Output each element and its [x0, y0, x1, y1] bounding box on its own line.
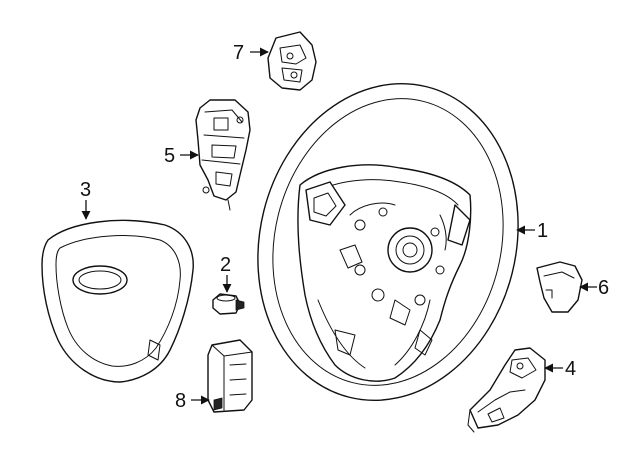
switch-cover[interactable] — [267, 31, 317, 91]
callout-7: 7 — [233, 42, 269, 64]
callout-6: 6 — [579, 277, 609, 299]
clockspring-connector[interactable] — [207, 339, 253, 413]
callout-1: 1 — [516, 220, 548, 242]
callout-4: 4 — [544, 358, 576, 380]
callout-8: 8 — [175, 390, 210, 412]
callout-8-label: 8 — [175, 390, 186, 412]
callout-7-label: 7 — [233, 42, 244, 64]
callout-2: 2 — [220, 254, 232, 293]
callout-3: 3 — [80, 179, 91, 220]
callout-2-label: 2 — [220, 254, 231, 276]
callout-5-label: 5 — [164, 145, 175, 167]
callout-6-label: 6 — [598, 277, 609, 299]
trim-cover[interactable] — [536, 261, 583, 313]
callout-3-label: 3 — [80, 179, 91, 201]
callout-5: 5 — [164, 145, 199, 167]
switch-left[interactable] — [195, 99, 251, 211]
callout-4-label: 4 — [565, 358, 576, 380]
mounting-bolt[interactable] — [212, 293, 245, 315]
lower-cover[interactable] — [467, 347, 546, 433]
callout-1-label: 1 — [537, 220, 548, 242]
steering-wheel[interactable] — [225, 56, 551, 428]
air-bag-module[interactable] — [41, 219, 194, 383]
